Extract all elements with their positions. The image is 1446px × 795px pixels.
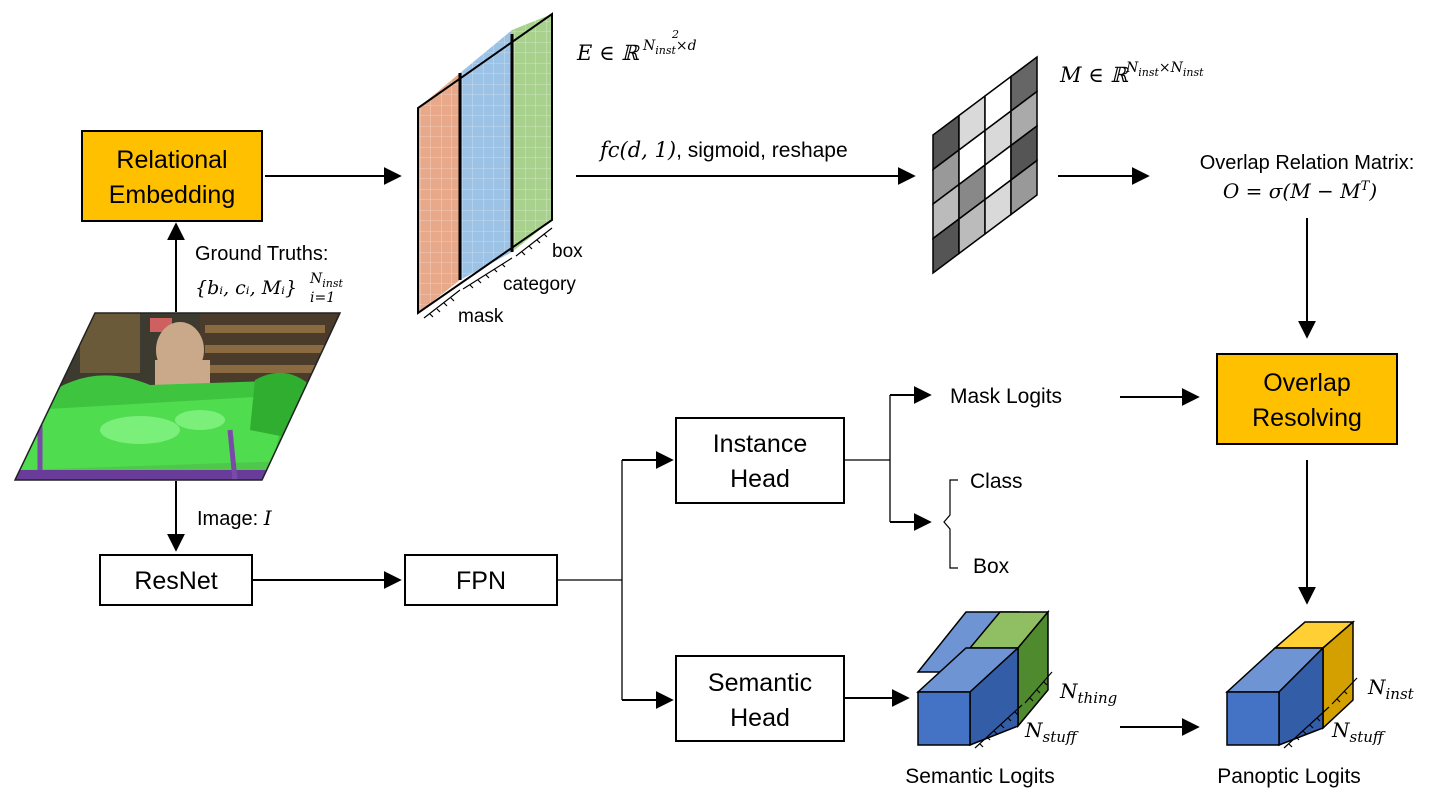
instance-head-block: Instance Head (675, 417, 845, 504)
box-col-label: box (552, 241, 583, 262)
n-stuff-sub: stuff (1043, 728, 1079, 746)
mask-col-label: mask (458, 306, 504, 327)
relational-embedding-block: Relational Embedding (81, 130, 263, 222)
svg-text:{bᵢ, cᵢ, Mᵢ}: {bᵢ, cᵢ, Mᵢ} (195, 277, 297, 299)
e-sup-2: 2 (671, 28, 679, 41)
resnet-label: ResNet (134, 567, 217, 595)
svg-text:E ∈ ℝ: E ∈ ℝ (576, 41, 640, 65)
svg-text:Nthing: Nthing (1059, 679, 1117, 707)
input-image (13, 312, 342, 481)
semantic-head-block: Semantic Head (675, 655, 845, 742)
m-matrix (932, 55, 1038, 275)
svg-text:Nstuff: Nstuff (1331, 718, 1386, 746)
category-col-label: category (503, 274, 576, 295)
m-matrix-cell (1010, 159, 1038, 216)
svg-text:M ∈ ℝ: M ∈ ℝ (1059, 63, 1129, 87)
ground-truths-sub: i=1 (310, 290, 335, 306)
embedding-e-tensor (417, 12, 553, 315)
svg-text:O = σ(M − MT): O = σ(M − MT) (1223, 179, 1377, 203)
svg-text:fc(d, 1), sigmoid, reshape: fc(d, 1), sigmoid, reshape (598, 138, 848, 162)
svg-text:Ninst: Ninst (309, 271, 343, 290)
semantic-head-line1: Semantic (708, 669, 812, 697)
class-label: Class (970, 470, 1023, 493)
fpn-label: FPN (456, 567, 506, 595)
overlap-matrix-title: Overlap Relation Matrix: (1200, 152, 1415, 174)
semantic-logits-label: Semantic Logits (905, 765, 1054, 788)
e-math: E ∈ ℝ (576, 41, 640, 65)
panoptic-logits-label: Panoptic Logits (1217, 765, 1361, 788)
instance-head-line2: Head (730, 465, 790, 493)
semantic-logits-cube (916, 609, 1050, 747)
n-stuff2-sub: stuff (1350, 728, 1386, 746)
mask-logits-label: Mask Logits (950, 385, 1062, 408)
panoptic-logits-cube (1225, 620, 1356, 747)
fc-math: fc(d, 1) (598, 138, 676, 162)
instance-head-line1: Instance (713, 430, 808, 458)
box-label: Box (973, 555, 1010, 578)
n-thing-sub: thing (1078, 689, 1118, 707)
fpn-block: FPN (404, 554, 558, 606)
svg-text:Ninst: Ninst (1367, 675, 1415, 703)
n-stuff2-label: N (1331, 718, 1351, 742)
class-box-brace (943, 479, 958, 569)
m-math: M ∈ ℝ (1059, 63, 1129, 87)
svg-text:Ninst×Ninst: Ninst×Ninst (1125, 60, 1204, 79)
overlap-resolving-block: Overlap Resolving (1216, 353, 1398, 445)
ground-truths-set: {bᵢ, cᵢ, Mᵢ} (195, 277, 297, 299)
overlap-formula: O = σ(M − M (1223, 179, 1361, 203)
n-inst-label: N (1367, 675, 1387, 699)
image-label: Image: I (197, 506, 273, 530)
ground-truths-sup: N (309, 271, 323, 287)
n-thing-label: N (1059, 679, 1079, 703)
svg-text:Nstuff: Nstuff (1024, 718, 1079, 746)
overlap-resolving-line2: Resolving (1252, 404, 1362, 432)
overlap-resolving-line1: Overlap (1263, 369, 1351, 397)
ground-truths-sup-sub: inst (322, 277, 343, 290)
n-stuff-label: N (1024, 718, 1044, 742)
resnet-block: ResNet (99, 554, 253, 606)
fc-text: , sigmoid, reshape (676, 139, 848, 162)
relational-embedding-line1: Relational (116, 146, 227, 174)
svg-text:Ninst×d: Ninst×d (642, 38, 697, 57)
n-inst-sub: inst (1386, 685, 1415, 703)
relational-embedding-line2: Embedding (109, 181, 235, 209)
semantic-head-line2: Head (730, 704, 790, 732)
ground-truths-label: Ground Truths: (195, 243, 328, 265)
